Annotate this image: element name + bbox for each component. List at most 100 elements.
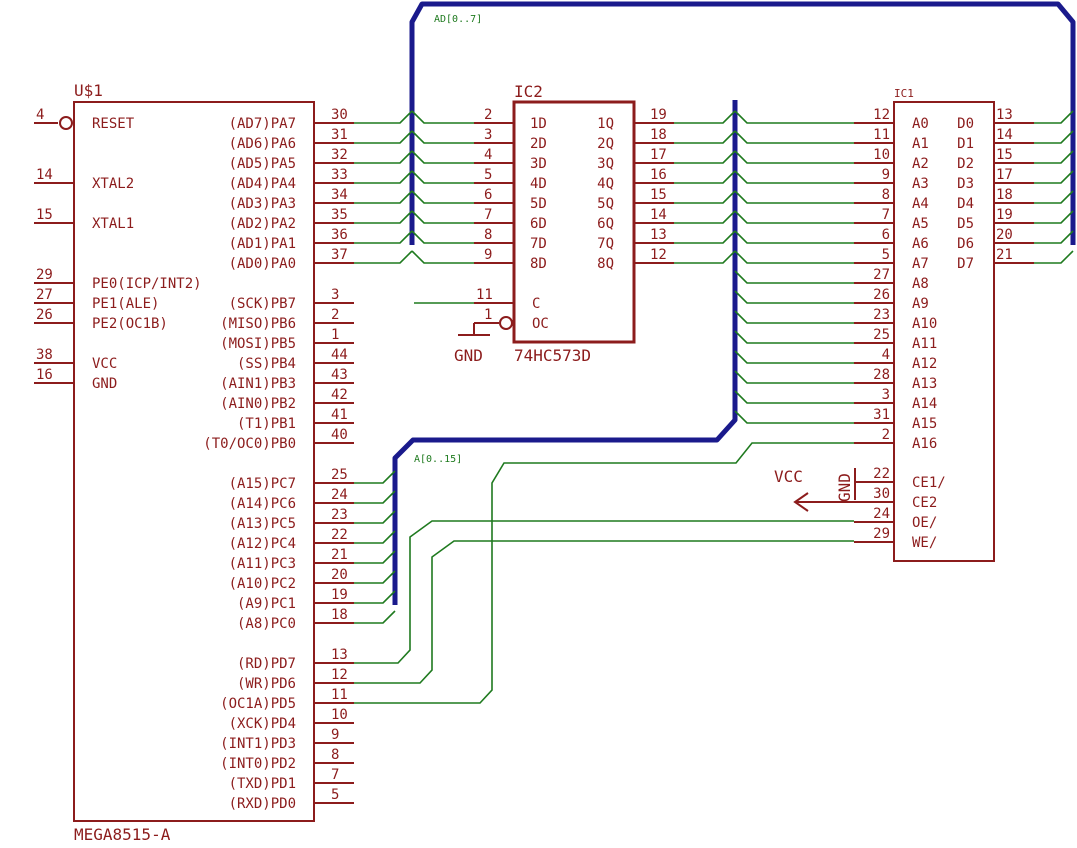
ic1-pin-number: 4	[882, 347, 890, 363]
net-wire	[354, 190, 413, 204]
u1-pin-number: 27	[36, 287, 53, 303]
u1-pin-number: 33	[331, 167, 348, 183]
ic2-pin-label: 1Q	[597, 116, 614, 132]
net-wire	[734, 150, 854, 164]
u1-pin-number: 43	[331, 367, 348, 383]
u1-pin-label: (AD0)PA0	[229, 256, 296, 272]
ic1-pin-number: 17	[996, 167, 1013, 183]
net-wire	[674, 210, 736, 224]
u1-pin-number: 8	[331, 747, 339, 763]
net-wire	[411, 250, 474, 264]
u1-pin-label: (AD7)PA7	[229, 116, 296, 132]
gnd-symbol-icon	[854, 468, 894, 500]
net-wire	[734, 350, 854, 364]
u1-pin-number: 5	[331, 787, 339, 803]
ic1-pin-label: D2	[957, 156, 974, 172]
ic2-pin-number: 9	[484, 247, 492, 263]
ic1-pin-number: 12	[873, 107, 890, 123]
u1-pin-number: 41	[331, 407, 348, 423]
ic1-pin-number: 30	[873, 486, 890, 502]
ic1-pin-label: A14	[912, 396, 937, 412]
u1-pin-label: (A12)PC4	[229, 536, 296, 552]
ic1-pin-number: 3	[882, 387, 890, 403]
net-wire	[354, 470, 396, 484]
net-wire	[411, 110, 474, 124]
u1-pin-number: 2	[331, 307, 339, 323]
ic1-pin-label: D1	[957, 136, 974, 152]
u1-pin-number: 18	[331, 607, 348, 623]
ic2-pin-label: 6D	[530, 216, 547, 232]
net-wire	[354, 490, 396, 504]
net-wire	[411, 170, 474, 184]
ic1-pin-label: A1	[912, 136, 929, 152]
u1-pin-label: XTAL2	[92, 176, 134, 192]
net-wire	[734, 130, 854, 144]
ic2-pin-number: 13	[650, 227, 667, 243]
u1-pin-number: 22	[331, 527, 348, 543]
u1-pin-number: 10	[331, 707, 348, 723]
ic1-pin-label: A2	[912, 156, 929, 172]
ic1-pin-label: A4	[912, 196, 929, 212]
ic1-pin-number: 10	[873, 147, 890, 163]
u1-pin-number: 12	[331, 667, 348, 683]
u1-pin-label: VCC	[92, 356, 117, 372]
net-wire	[1034, 210, 1074, 224]
ic1-pin-number: 24	[873, 506, 890, 522]
net-wire	[411, 210, 474, 224]
inverter-bubble-icon	[499, 316, 513, 330]
net-wire	[734, 210, 854, 224]
ic2-pin-label: 5Q	[597, 196, 614, 212]
net-wire	[674, 170, 736, 184]
net-wire	[674, 150, 736, 164]
u1-pin-number: 13	[331, 647, 348, 663]
bus-a	[392, 100, 738, 605]
net-wire	[354, 210, 413, 224]
u1-pin-label: PE1(ALE)	[92, 296, 159, 312]
net-wire	[674, 110, 736, 124]
u1-pin-label: (A11)PC3	[229, 556, 296, 572]
net-wire	[411, 230, 474, 244]
net-wire	[1034, 230, 1074, 244]
u1-pin-label: (A14)PC6	[229, 496, 296, 512]
net-wire	[1034, 150, 1074, 164]
u1-pin-label: (T1)PB1	[237, 416, 296, 432]
net-wire	[354, 130, 413, 144]
bus-ad-label: AD[0..7]	[434, 14, 482, 25]
net-wire	[734, 250, 854, 264]
ic1-pin-number: 26	[873, 287, 890, 303]
ic2-pin-label: 6Q	[597, 216, 614, 232]
net-wire	[354, 230, 413, 244]
u1-pin-label: (A15)PC7	[229, 476, 296, 492]
ic2-pin-label: OC	[532, 316, 549, 332]
ic2-pin-number: 5	[484, 167, 492, 183]
ic1-pin-label: WE/	[912, 535, 937, 551]
u1-pin-number: 23	[331, 507, 348, 523]
net-wire	[734, 410, 854, 424]
ic2-pin-label: 3Q	[597, 156, 614, 172]
u1-pin-label: (AD6)PA6	[229, 136, 296, 152]
ic1-pin-label: A9	[912, 296, 929, 312]
net-wire	[354, 590, 396, 604]
u1-pin-label: (AIN1)PB3	[220, 376, 296, 392]
net-wire	[411, 130, 474, 144]
u1-pin-label: (AD4)PA4	[229, 176, 296, 192]
net-wire	[354, 110, 413, 124]
ic2-pin-number: 7	[484, 207, 492, 223]
ic2-pin-label: 8D	[530, 256, 547, 272]
ic1-pin-number: 6	[882, 227, 890, 243]
ic1-pin-label: A6	[912, 236, 929, 252]
ic2-pin-number: 1	[484, 307, 492, 323]
ic2-pin-number: 16	[650, 167, 667, 183]
u1-pin-number: 40	[331, 427, 348, 443]
u1-pin-number: 30	[331, 107, 348, 123]
ic1-pin-label: OE/	[912, 515, 937, 531]
u1-pin-label: (TXD)PD1	[229, 776, 296, 792]
u1-pin-label: (MOSI)PB5	[220, 336, 296, 352]
net-wire	[1034, 250, 1074, 264]
u1-pin-label: (T0/OC0)PB0	[203, 436, 296, 452]
net-wire	[674, 130, 736, 144]
ic1-pin-number: 20	[996, 227, 1013, 243]
net-wire	[354, 442, 854, 704]
u1-pin-number: 16	[36, 367, 53, 383]
u1-pin-label: (WR)PD6	[237, 676, 296, 692]
